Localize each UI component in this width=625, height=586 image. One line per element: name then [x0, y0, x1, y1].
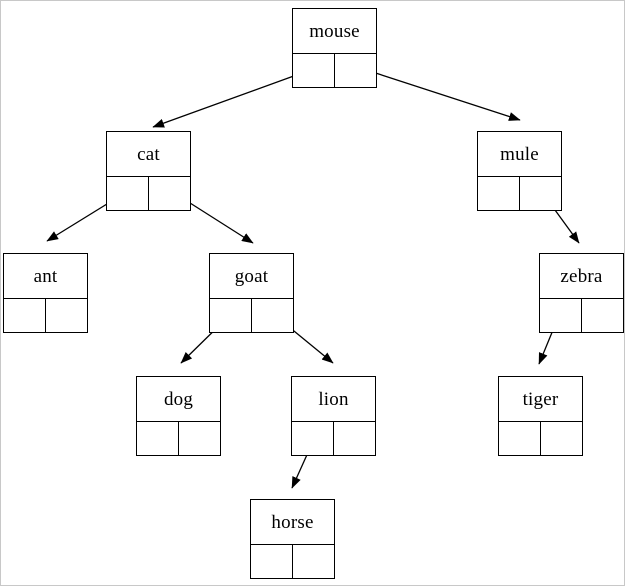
node-pointers-zebra — [540, 299, 623, 333]
node-label-horse: horse — [251, 500, 334, 545]
node-pointers-mouse — [293, 54, 376, 88]
node-pointers-ant — [4, 299, 87, 333]
node-pointers-horse — [251, 545, 334, 579]
node-pointers-tiger — [499, 422, 582, 456]
node-mouse[interactable]: mouse — [292, 8, 377, 88]
node-label-tiger: tiger — [499, 377, 582, 422]
node-pointers-lion — [292, 422, 375, 456]
node-horse[interactable]: horse — [250, 499, 335, 579]
node-pointers-mule — [478, 177, 561, 211]
pointer-right-horse[interactable] — [293, 545, 335, 579]
pointer-left-cat[interactable] — [107, 177, 149, 211]
node-ant[interactable]: ant — [3, 253, 88, 333]
pointer-right-ant[interactable] — [46, 299, 88, 333]
pointer-right-tiger[interactable] — [541, 422, 583, 456]
pointer-right-goat[interactable] — [252, 299, 294, 333]
pointer-left-horse[interactable] — [251, 545, 293, 579]
node-label-zebra: zebra — [540, 254, 623, 299]
edge-mouse-right-to-mule — [353, 65, 521, 121]
pointer-right-zebra[interactable] — [582, 299, 624, 333]
node-mule[interactable]: mule — [477, 131, 562, 211]
edge-mouse-left-to-cat — [152, 68, 314, 128]
pointer-left-ant[interactable] — [4, 299, 46, 333]
node-goat[interactable]: goat — [209, 253, 294, 333]
pointer-left-lion[interactable] — [292, 422, 334, 456]
node-pointers-cat — [107, 177, 190, 211]
pointer-left-mule[interactable] — [478, 177, 520, 211]
node-label-dog: dog — [137, 377, 220, 422]
node-pointers-goat — [210, 299, 293, 333]
node-label-ant: ant — [4, 254, 87, 299]
pointer-right-cat[interactable] — [149, 177, 191, 211]
pointer-left-goat[interactable] — [210, 299, 252, 333]
node-cat[interactable]: cat — [106, 131, 191, 211]
node-lion[interactable]: lion — [291, 376, 376, 456]
pointer-left-tiger[interactable] — [499, 422, 541, 456]
pointer-right-mouse[interactable] — [335, 54, 377, 88]
pointer-right-mule[interactable] — [520, 177, 562, 211]
pointer-left-mouse[interactable] — [293, 54, 335, 88]
node-label-lion: lion — [292, 377, 375, 422]
node-label-goat: goat — [210, 254, 293, 299]
pointer-right-dog[interactable] — [179, 422, 221, 456]
node-pointers-dog — [137, 422, 220, 456]
node-tiger[interactable]: tiger — [498, 376, 583, 456]
pointer-left-zebra[interactable] — [540, 299, 582, 333]
node-label-mule: mule — [478, 132, 561, 177]
pointer-right-lion[interactable] — [334, 422, 376, 456]
pointer-left-dog[interactable] — [137, 422, 179, 456]
node-label-mouse: mouse — [293, 9, 376, 54]
node-dog[interactable]: dog — [136, 376, 221, 456]
node-label-cat: cat — [107, 132, 190, 177]
node-zebra[interactable]: zebra — [539, 253, 624, 333]
